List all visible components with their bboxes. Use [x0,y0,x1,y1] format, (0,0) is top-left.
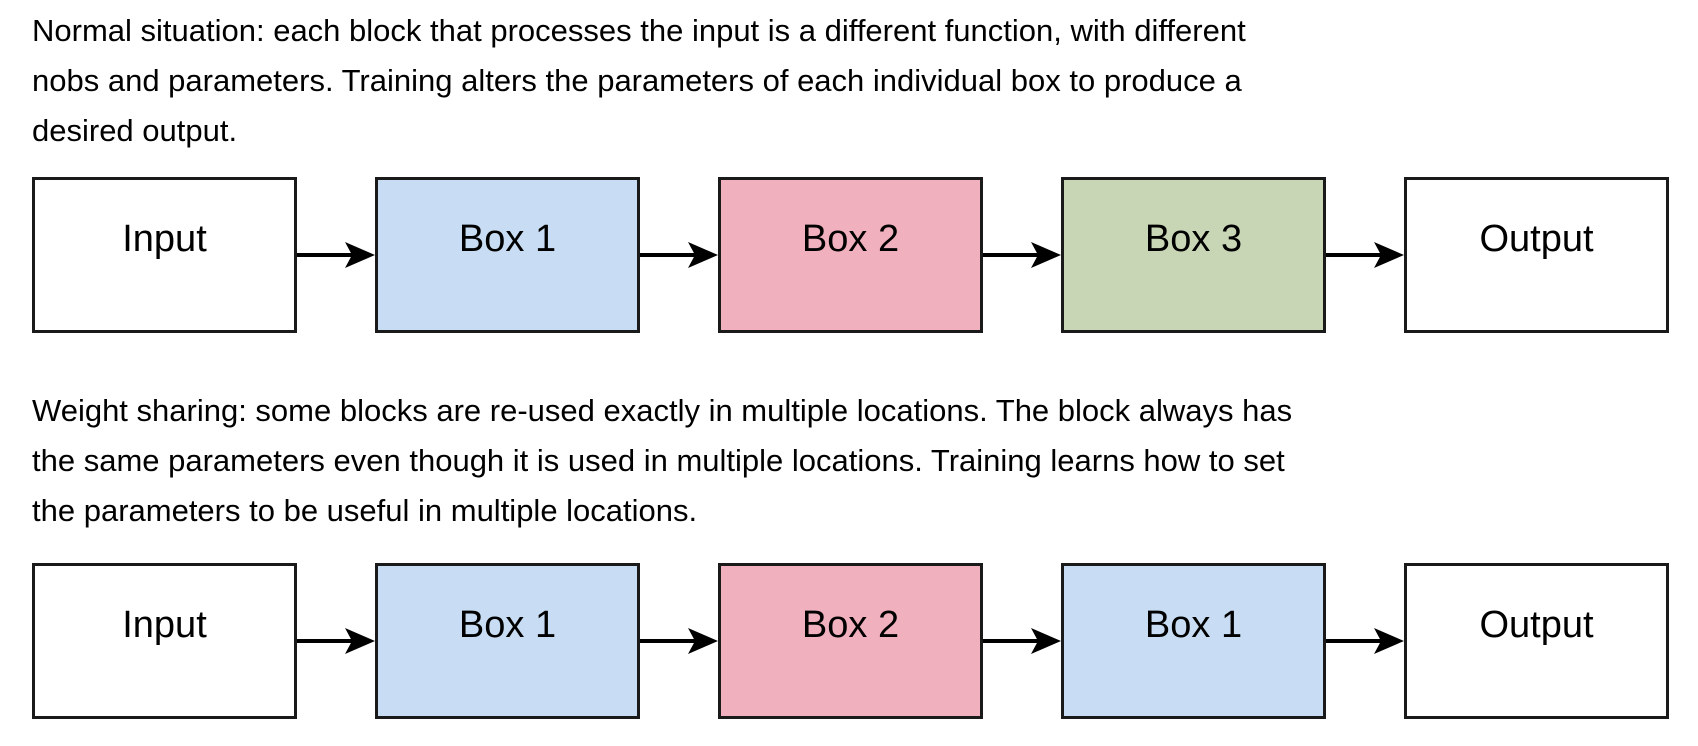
flow-box-label: Box 2 [801,604,900,646]
flow-box-output: Output [1404,177,1669,333]
flow-box-label: Box 1 [458,218,557,260]
right-arrow-icon [1326,242,1404,268]
caption-line: Normal situation: each block that proces… [32,13,1246,48]
weight-sharing-flow-row: Input Box 1 Box 2 Box 1 Output [0,563,1698,719]
flow-box-1: Box 1 [375,177,640,333]
flow-box-label: Output [1479,604,1594,646]
right-arrow-icon [983,242,1061,268]
flow-box-output: Output [1404,563,1669,719]
caption-line: Weight sharing: some blocks are re-used … [32,393,1293,428]
normal-situation-flow-row: Input Box 1 Box 2 Box 3 Output [0,177,1698,333]
flow-box-input: Input [32,563,297,719]
weight-sharing-caption: Weight sharing: some blocks are re-used … [32,386,1652,536]
flow-box-input: Input [32,177,297,333]
right-arrow-icon [640,628,718,654]
caption-line: the parameters to be useful in multiple … [32,493,698,528]
flow-box-label: Box 3 [1144,218,1243,260]
right-arrow-icon [1326,628,1404,654]
caption-line: the same parameters even though it is us… [32,443,1285,478]
flow-box-2: Box 2 [718,563,983,719]
caption-line: desired output. [32,113,238,148]
flow-box-3: Box 3 [1061,177,1326,333]
flow-box-1-shared: Box 1 [1061,563,1326,719]
flow-box-1: Box 1 [375,563,640,719]
flow-box-label: Input [122,604,207,646]
flow-box-label: Box 1 [1144,604,1243,646]
flow-box-label: Box 1 [458,604,557,646]
right-arrow-icon [297,242,375,268]
right-arrow-icon [297,628,375,654]
flow-box-2: Box 2 [718,177,983,333]
caption-line: nobs and parameters. Training alters the… [32,63,1242,98]
flow-box-label: Input [122,218,207,260]
right-arrow-icon [983,628,1061,654]
flow-box-label: Box 2 [801,218,900,260]
normal-situation-caption: Normal situation: each block that proces… [32,6,1652,156]
right-arrow-icon [640,242,718,268]
flow-box-label: Output [1479,218,1594,260]
